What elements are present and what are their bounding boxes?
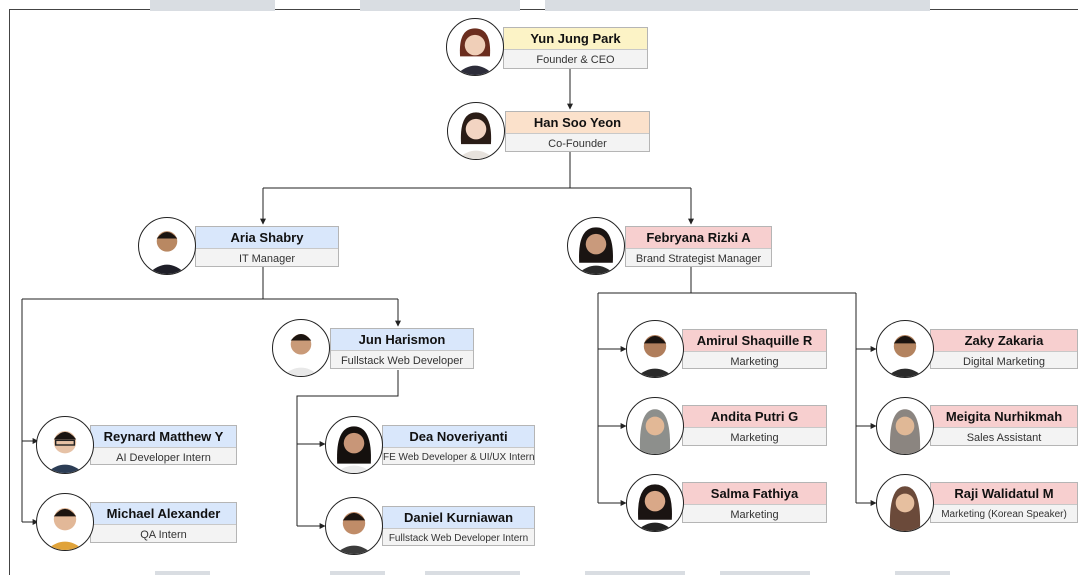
node-name: Salma Fathiya — [683, 483, 826, 505]
node-name: Jun Harismon — [331, 329, 473, 351]
watermark-strip — [585, 571, 685, 575]
node-name: Dea Noveriyanti — [383, 426, 534, 448]
avatar — [138, 217, 196, 275]
node-role: AI Developer Intern — [116, 452, 211, 464]
avatar — [36, 416, 94, 474]
node-name: Zaky Zakaria — [931, 330, 1077, 352]
node-role: Fullstack Web Developer — [340, 355, 464, 367]
node-role: Founder & CEO — [536, 54, 615, 66]
node-name: Aria Shabry — [196, 227, 338, 249]
avatar — [567, 217, 625, 275]
watermark-strip — [330, 571, 385, 575]
node-amirul: Amirul Shaquille R Marketing — [682, 329, 827, 369]
avatar — [446, 18, 504, 76]
node-role: Marketing — [730, 432, 779, 444]
node-name: Meigita Nurhikmah — [931, 406, 1077, 428]
watermark-strip — [155, 571, 210, 575]
avatar — [626, 474, 684, 532]
node-role: Fullstack Web Developer Intern — [388, 533, 529, 544]
node-role: QA Intern — [140, 529, 187, 541]
node-name: Raji Walidatul M — [931, 483, 1077, 505]
chart-frame — [9, 9, 1078, 575]
node-name: Amirul Shaquille R — [683, 330, 826, 352]
node-name: Han Soo Yeon — [506, 112, 649, 134]
node-brand-manager: Febryana Rizki A Brand Strategist Manage… — [625, 226, 772, 267]
node-role: Marketing — [730, 509, 779, 521]
node-name: Andita Putri G — [683, 406, 826, 428]
avatar — [876, 397, 934, 455]
node-role: Co-Founder — [548, 138, 607, 150]
avatar — [626, 397, 684, 455]
node-michael: Michael Alexander QA Intern — [90, 502, 237, 543]
node-daniel: Daniel Kurniawan Fullstack Web Developer… — [382, 506, 535, 546]
node-cofounder: Han Soo Yeon Co-Founder — [505, 111, 650, 152]
node-role: Sales Assistant — [966, 432, 1042, 444]
connector-brand-team — [597, 267, 857, 503]
node-zaky: Zaky Zakaria Digital Marketing — [930, 329, 1078, 369]
watermark-strip — [425, 571, 520, 575]
connector-cofounder-managers — [263, 152, 691, 189]
node-name: Reynard Matthew Y — [91, 426, 236, 448]
avatar — [325, 497, 383, 555]
node-meigita: Meigita Nurhikmah Sales Assistant — [930, 405, 1078, 446]
node-ceo: Yun Jung Park Founder & CEO — [503, 27, 648, 69]
avatar — [876, 474, 934, 532]
avatar — [447, 102, 505, 160]
node-role: Brand Strategist Manager — [635, 253, 762, 265]
node-it-manager: Aria Shabry IT Manager — [195, 226, 339, 267]
node-reynard: Reynard Matthew Y AI Developer Intern — [90, 425, 237, 465]
node-role: FE Web Developer & UI/UX Intern — [383, 452, 534, 463]
node-salma: Salma Fathiya Marketing — [682, 482, 827, 523]
node-role: IT Manager — [238, 253, 296, 265]
node-name: Febryana Rizki A — [626, 227, 771, 249]
node-role: Marketing — [730, 356, 779, 368]
node-dea: Dea Noveriyanti FE Web Developer & UI/UX… — [382, 425, 535, 465]
watermark-strip — [150, 0, 275, 11]
watermark-strip — [720, 571, 810, 575]
watermark-strip — [895, 571, 950, 575]
avatar — [36, 493, 94, 551]
node-jun: Jun Harismon Fullstack Web Developer — [330, 328, 474, 369]
node-name: Yun Jung Park — [504, 28, 647, 50]
node-name: Michael Alexander — [91, 503, 236, 525]
watermark-strip — [545, 0, 930, 11]
connector-it-team — [21, 267, 398, 522]
node-role: Marketing (Korean Speaker) — [941, 509, 1067, 520]
node-andita: Andita Putri G Marketing — [682, 405, 827, 446]
node-role: Digital Marketing — [963, 356, 1045, 368]
connector-jun-team — [296, 370, 399, 526]
avatar — [876, 320, 934, 378]
avatar — [325, 416, 383, 474]
avatar — [272, 319, 330, 377]
watermark-strip — [360, 0, 520, 11]
node-raji: Raji Walidatul M Marketing (Korean Speak… — [930, 482, 1078, 523]
avatar — [626, 320, 684, 378]
node-name: Daniel Kurniawan — [383, 507, 534, 529]
